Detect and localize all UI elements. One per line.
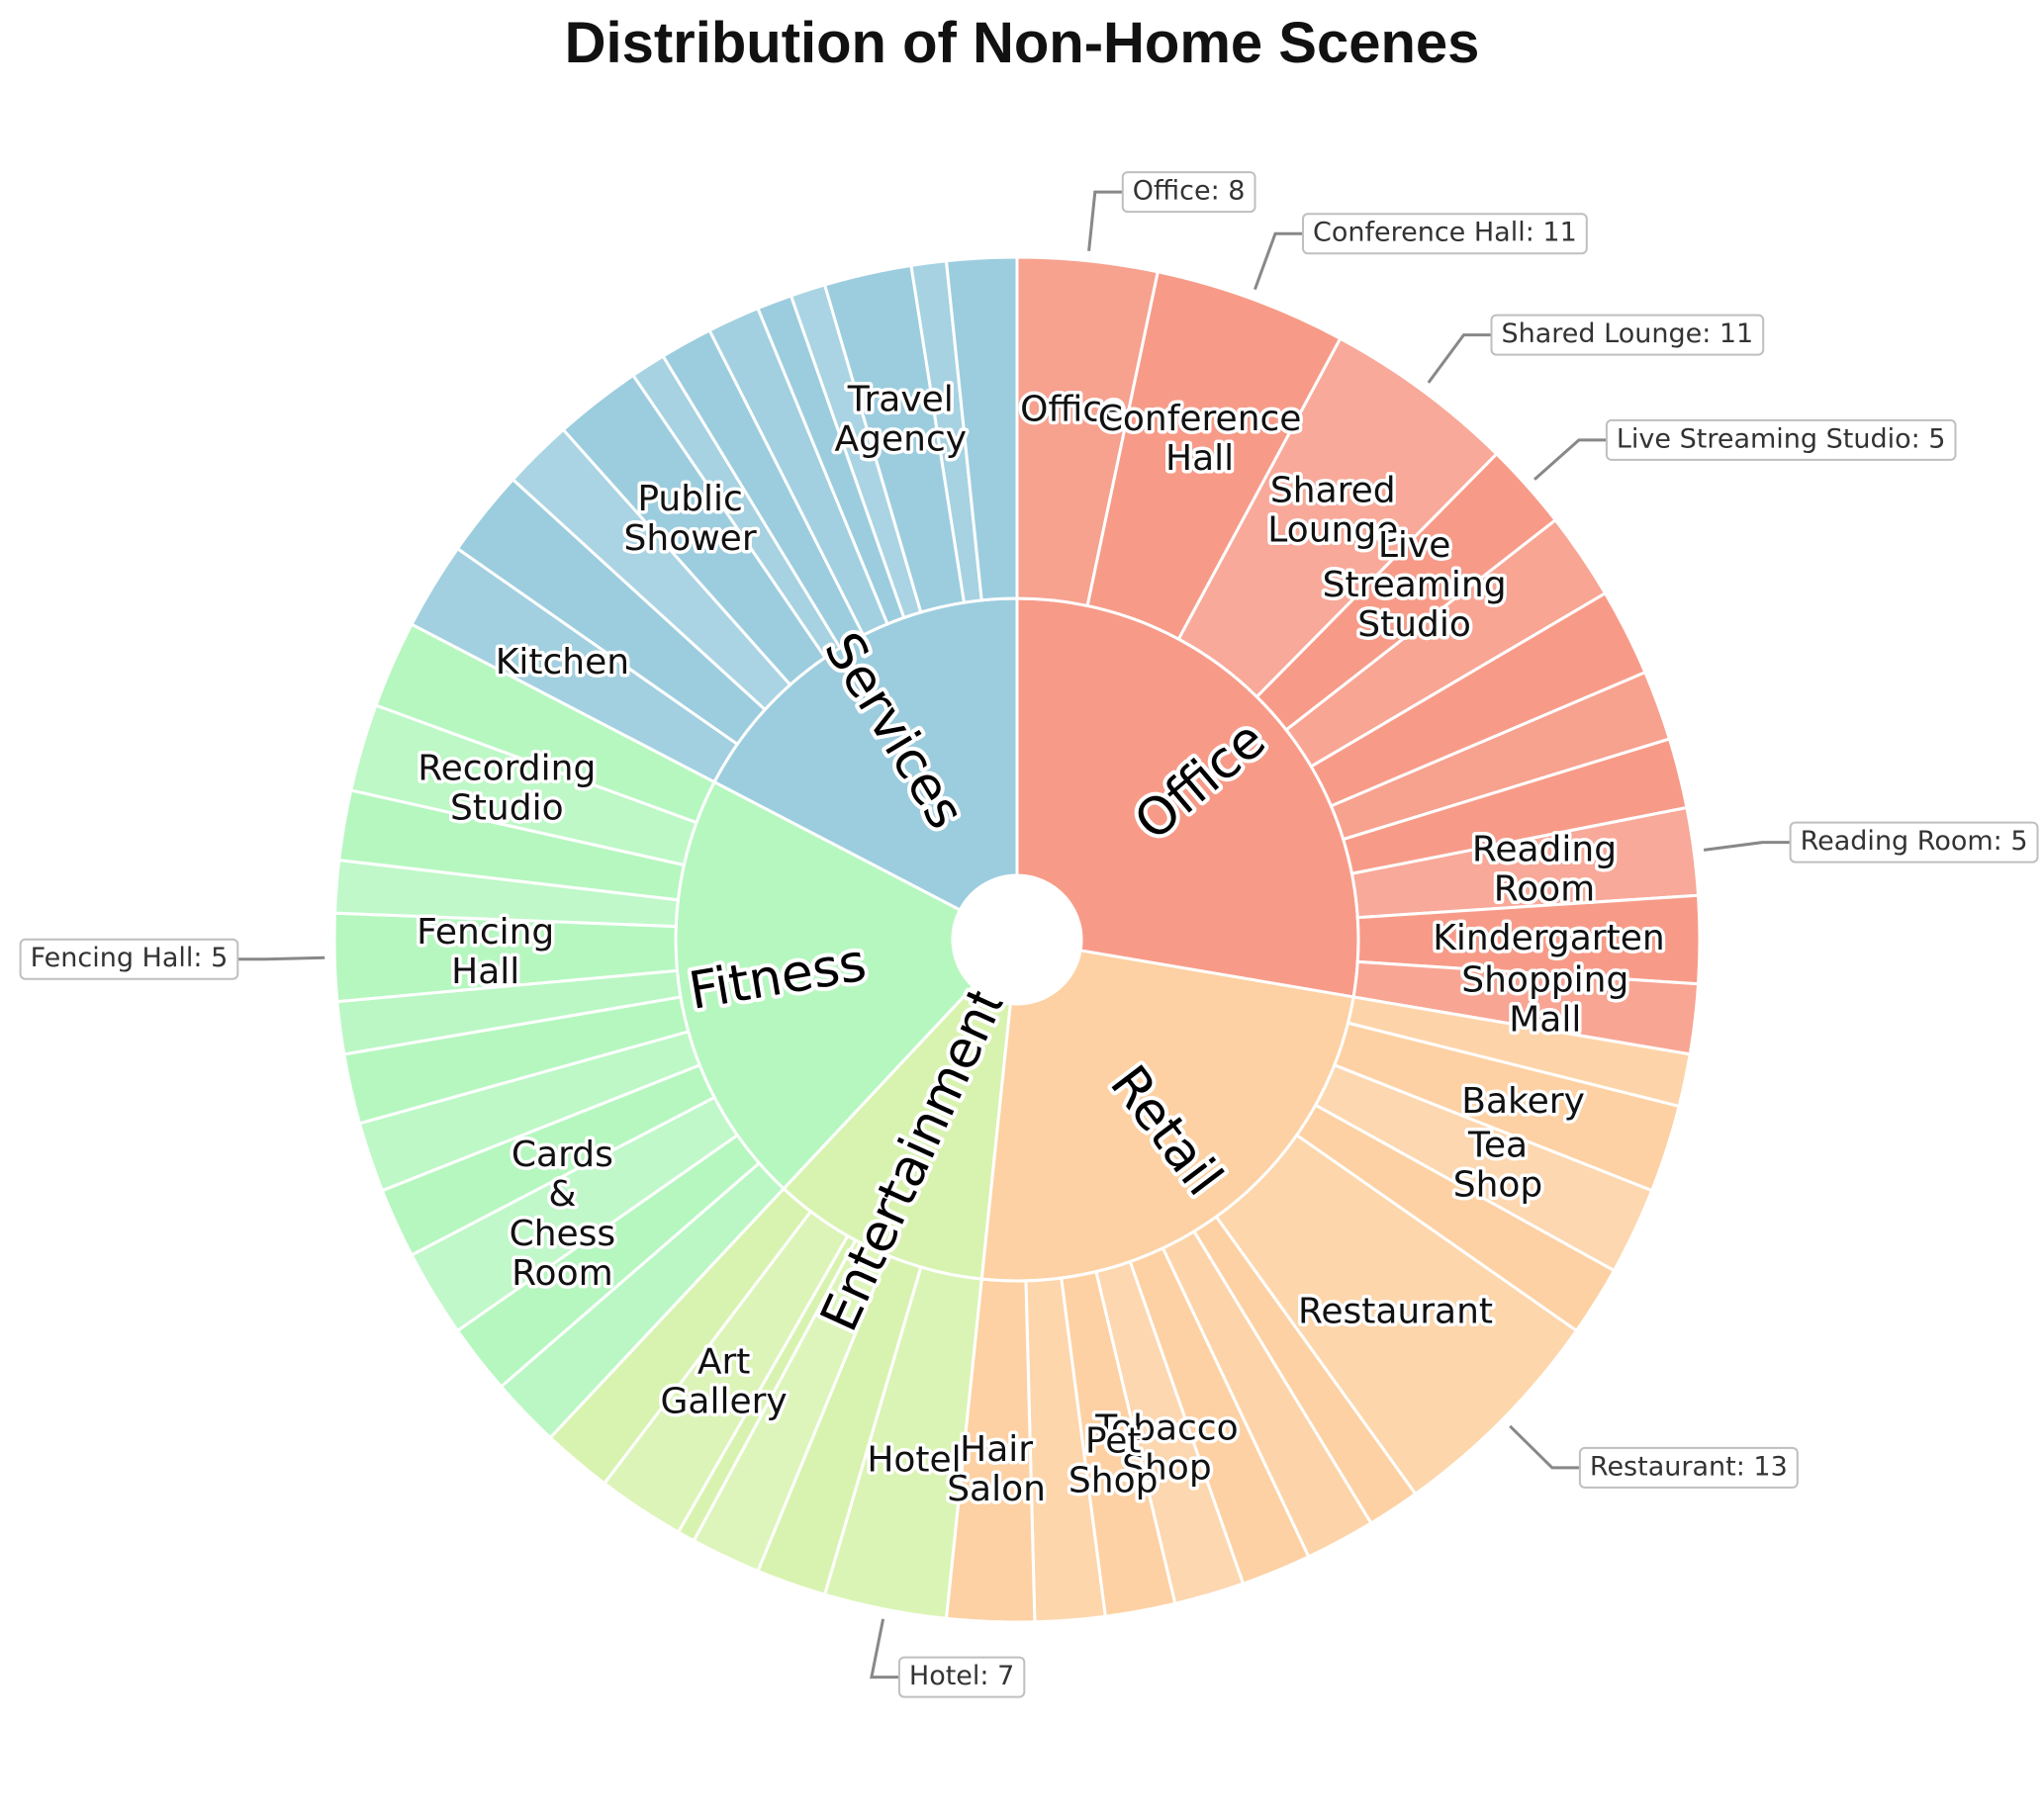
callout-box-shared-lounge	[1490, 314, 1765, 356]
leaf-label-line: Kitchen	[496, 642, 629, 682]
leaf-label-line: Reading	[1472, 829, 1617, 869]
leaf-label-line: Bakery	[1461, 1081, 1585, 1122]
callout-layer: Office: 8 Conference Hall: 11 Shared Loung…	[19, 171, 2039, 1698]
callout-box-live-streaming-studio	[1605, 418, 1957, 461]
leaf-label-line: Public	[637, 479, 743, 519]
callout-line-fencing-hall	[237, 955, 325, 961]
callout-box-fencing-hall	[19, 938, 239, 980]
callout-line-reading-room	[1703, 841, 1791, 852]
callout-box-reading-room	[1789, 821, 2039, 863]
callout-line-office	[1087, 190, 1123, 251]
callout-text-live-streaming-studio: Live Streaming Studio: 5	[1617, 423, 1946, 454]
leaf-label-line: Lounge	[1267, 510, 1398, 551]
leaf-label-line: Shower	[624, 518, 757, 559]
leaf-label-kindergarten: Kindergarten	[1433, 918, 1664, 958]
leaf-label-line: &	[548, 1174, 576, 1215]
center-hole	[953, 875, 1081, 1004]
leaf-label-line: Live	[1378, 525, 1451, 566]
leaf-label-line: Tobacco	[1094, 1408, 1238, 1449]
leaf-label-hotel: Hotel	[867, 1439, 961, 1480]
leaf-label-line: Travel	[847, 380, 954, 420]
leaf-label-line: Art	[697, 1341, 751, 1382]
leaf-label-line: Salon	[947, 1469, 1046, 1509]
leaf-label-line: Office	[1020, 389, 1124, 429]
leaf-label-kitchen: Kitchen	[496, 642, 629, 682]
chart-title: Distribution of Non-Home Scenes	[564, 11, 1480, 75]
leaf-label-line: Studio	[1357, 604, 1471, 645]
leaf-label-line: Cards	[511, 1135, 613, 1175]
wedge-layer	[332, 255, 1702, 1624]
callout-line-conference-hall	[1253, 231, 1303, 291]
leaf-label-line: Room	[1494, 868, 1596, 909]
leaf-label-office: Office	[1020, 389, 1124, 429]
callout-text-restaurant: Restaurant: 13	[1590, 1451, 1788, 1482]
leaf-label-line: Hall	[451, 952, 519, 992]
leaf-label-line: Hotel	[867, 1439, 961, 1480]
leaf-label-line: Shared	[1270, 471, 1396, 511]
callout-text-reading-room: Reading Room: 5	[1801, 826, 2028, 857]
leaf-label-bakery: Bakery	[1461, 1081, 1585, 1122]
leaf-label-line: Streaming	[1323, 565, 1507, 605]
leaf-label-line: Studio	[450, 788, 564, 829]
leaf-label-line: Recording	[418, 749, 596, 789]
leaf-label-line: Kindergarten	[1433, 918, 1664, 958]
leaf-label-line: Room	[511, 1253, 613, 1294]
leaf-label-line: Conference	[1098, 399, 1302, 439]
callout-line-hotel	[870, 1618, 899, 1680]
leaf-label-line: Shop	[1453, 1165, 1543, 1206]
callout-box-conference-hall	[1302, 213, 1588, 255]
callout-box-hotel	[897, 1656, 1026, 1698]
callout-text-fencing-hall: Fencing Hall: 5	[31, 943, 229, 973]
leaf-label-line: Restaurant	[1298, 1292, 1493, 1332]
callout-box-restaurant	[1578, 1446, 1799, 1489]
callout-line-live-streaming-studio	[1533, 438, 1607, 481]
leaf-label-line: Mall	[1509, 1000, 1581, 1041]
leaf-label-line: Shopping	[1461, 960, 1628, 1001]
leaf-label-line: Hall	[1165, 438, 1234, 479]
leaf-label-line: Shop	[1122, 1448, 1212, 1489]
leaf-wedge-services-11[interactable]	[944, 255, 1019, 602]
leaf-label-line: Shop	[1068, 1461, 1159, 1501]
callout-text-hotel: Hotel: 7	[909, 1661, 1014, 1691]
callout-text-shared-lounge: Shared Lounge: 11	[1502, 318, 1754, 349]
callout-box-office	[1121, 171, 1256, 214]
leaf-label-restaurant: Restaurant	[1298, 1292, 1493, 1332]
leaf-label-line: Pet	[1085, 1421, 1142, 1462]
leaf-label-line: Chess	[510, 1214, 616, 1254]
callout-text-office: Office: 8	[1133, 176, 1246, 207]
leaf-label-line: Fencing	[417, 912, 554, 953]
callout-text-conference-hall: Conference Hall: 11	[1313, 218, 1577, 248]
leaf-label-line: Gallery	[660, 1381, 787, 1421]
leaf-label-line: Hair	[960, 1429, 1033, 1470]
callout-line-restaurant	[1509, 1424, 1580, 1470]
leaf-label-line: Tea	[1467, 1126, 1528, 1166]
leaf-label-line: Agency	[835, 419, 968, 460]
callout-line-shared-lounge	[1427, 333, 1492, 384]
